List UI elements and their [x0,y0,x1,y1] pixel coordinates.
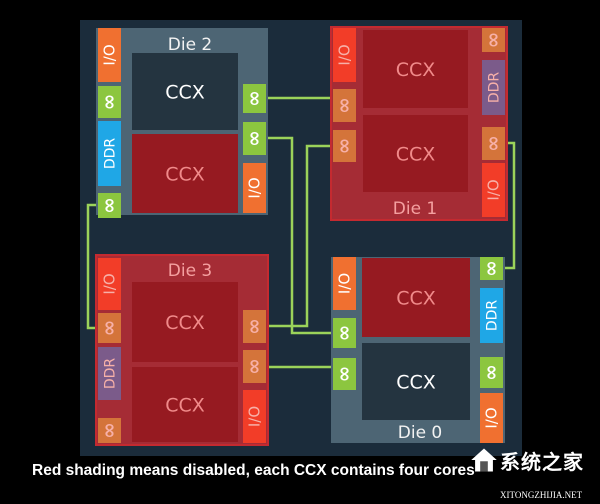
die-title: Die 0 [398,423,443,443]
ccx-block [362,258,470,337]
infinity-icon: ∞ [244,318,268,335]
ccx-block [132,53,238,130]
ccx-block [132,367,238,442]
ccx-label: CCX [396,288,436,310]
io-block [482,163,505,217]
infinity-fabric-block [333,130,356,162]
ddr-label: DDR [487,72,503,104]
ccx-block [132,282,238,362]
infinity-fabric-block [482,28,505,52]
io-label: I/O [101,273,119,294]
ccx-block [362,343,470,420]
ccx-block [363,115,468,192]
die-1: Die 1 CCX CCX I/O ∞ ∞ ∞ DDR ∞ I/O [330,26,508,221]
die-0: Die 0 CCX CCX I/O ∞ ∞ ∞ DDR ∞ I/O [331,257,505,443]
watermark-text: 系统之家 [500,450,584,474]
die-title: Die 3 [168,261,213,281]
ccx-label: CCX [165,312,205,334]
io-block [333,257,356,310]
ccx-label: CCX [165,395,205,417]
ddr-block [98,347,121,400]
io-block [243,390,266,443]
infinity-icon: ∞ [334,138,358,155]
infinity-fabric-block [482,127,505,160]
infinity-icon: ∞ [99,320,123,337]
infinity-fabric-link [503,141,516,270]
io-label: I/O [246,406,264,427]
ddr-label: DDR [485,300,501,332]
ccx-label: CCX [396,144,436,166]
io-block [98,28,121,82]
ccx-label: CCX [396,59,436,81]
die-2: Die 2 CCX CCX I/O ∞ DDR ∞ ∞ ∞ I/O [96,28,268,218]
infinity-icon: ∞ [481,364,505,381]
ddr-label: DDR [103,138,119,170]
io-label: I/O [336,273,354,294]
infinity-icon: ∞ [99,197,123,214]
watermark-logo: 系统之家 XITONGZHIJIA.NET [470,446,600,504]
infinity-icon: ∞ [483,135,507,152]
io-block [98,258,121,310]
io-label: I/O [246,177,264,198]
io-block [333,28,356,82]
io-label: I/O [483,407,501,428]
house-logo-icon [471,448,497,472]
infinity-fabric-block [333,358,356,390]
infinity-fabric-block [243,350,266,383]
ddr-block [480,288,503,343]
infinity-fabric-link [267,144,333,328]
ccx-block [363,30,468,108]
infinity-fabric-block [243,122,266,155]
io-label: I/O [485,179,503,200]
infinity-icon: ∞ [334,325,358,342]
infinity-icon: ∞ [99,422,123,439]
die-3: Die 3 CCX CCX I/O ∞ DDR ∞ ∞ ∞ I/O [95,254,269,446]
infinity-icon: ∞ [483,32,507,49]
die-title: Die 2 [168,35,213,55]
ccx-label: CCX [165,164,205,186]
ccx-label: CCX [396,372,436,394]
infinity-icon: ∞ [99,94,123,111]
die-title: Die 1 [393,199,438,219]
infinity-fabric-block [98,313,121,343]
infinity-fabric-link [268,136,333,335]
infinity-icon: ∞ [334,366,358,383]
infinity-fabric-block [98,193,121,218]
infinity-fabric-block [333,318,356,348]
infinity-fabric-block [98,418,121,443]
infinity-icon: ∞ [334,97,358,114]
infinity-fabric-block [480,357,503,388]
caption: Red shading means disabled, each CCX con… [32,462,475,479]
io-label: I/O [336,44,354,65]
infinity-fabric-block [333,89,356,122]
ddr-block [98,121,121,186]
infinity-fabric-block [243,310,266,343]
ddr-label: DDR [103,358,119,390]
infinity-icon: ∞ [244,90,268,107]
infinity-fabric-block [98,86,121,118]
ccx-label: CCX [165,82,205,104]
ddr-block [482,60,505,115]
io-block [480,393,503,443]
infinity-icon: ∞ [481,260,505,277]
io-label: I/O [101,44,119,65]
ccx-block [132,134,238,213]
infinity-fabric-block [243,84,266,113]
watermark-url: XITONGZHIJIA.NET [500,490,583,500]
infinity-icon: ∞ [244,358,268,375]
infinity-fabric-link [86,203,100,330]
infinity-icon: ∞ [244,130,268,147]
infinity-fabric-block [480,257,503,280]
io-block [243,163,266,213]
